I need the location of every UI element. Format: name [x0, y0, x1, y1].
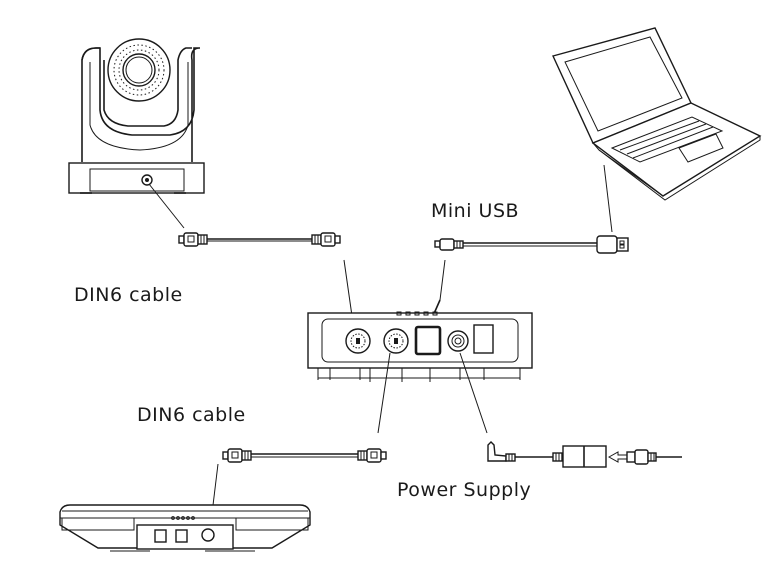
speakerphone-din6-port: [201, 528, 215, 542]
din6-cable-top-label: DIN6 cable: [74, 284, 183, 306]
control-box-power-port: [447, 330, 469, 352]
power-supply: [487, 441, 682, 468]
power-supply-label: Power Supply: [397, 479, 532, 501]
laptop: [552, 27, 762, 233]
camera-lens: [122, 53, 156, 87]
din6-cable-bottom-label: DIN6 cable: [137, 404, 246, 426]
speakerphone: [59, 504, 311, 552]
din6-cable-top: [178, 232, 355, 331]
mini-usb-label: Mini USB: [431, 200, 520, 222]
mini-usb-cable: [428, 235, 629, 326]
control-box-switch: [473, 324, 494, 354]
control-box-mini-usb-port: [414, 325, 442, 356]
arrow-icon: [607, 451, 629, 463]
control-box: [307, 311, 533, 434]
ptz-camera: [68, 38, 205, 229]
camera-base: [68, 162, 205, 194]
